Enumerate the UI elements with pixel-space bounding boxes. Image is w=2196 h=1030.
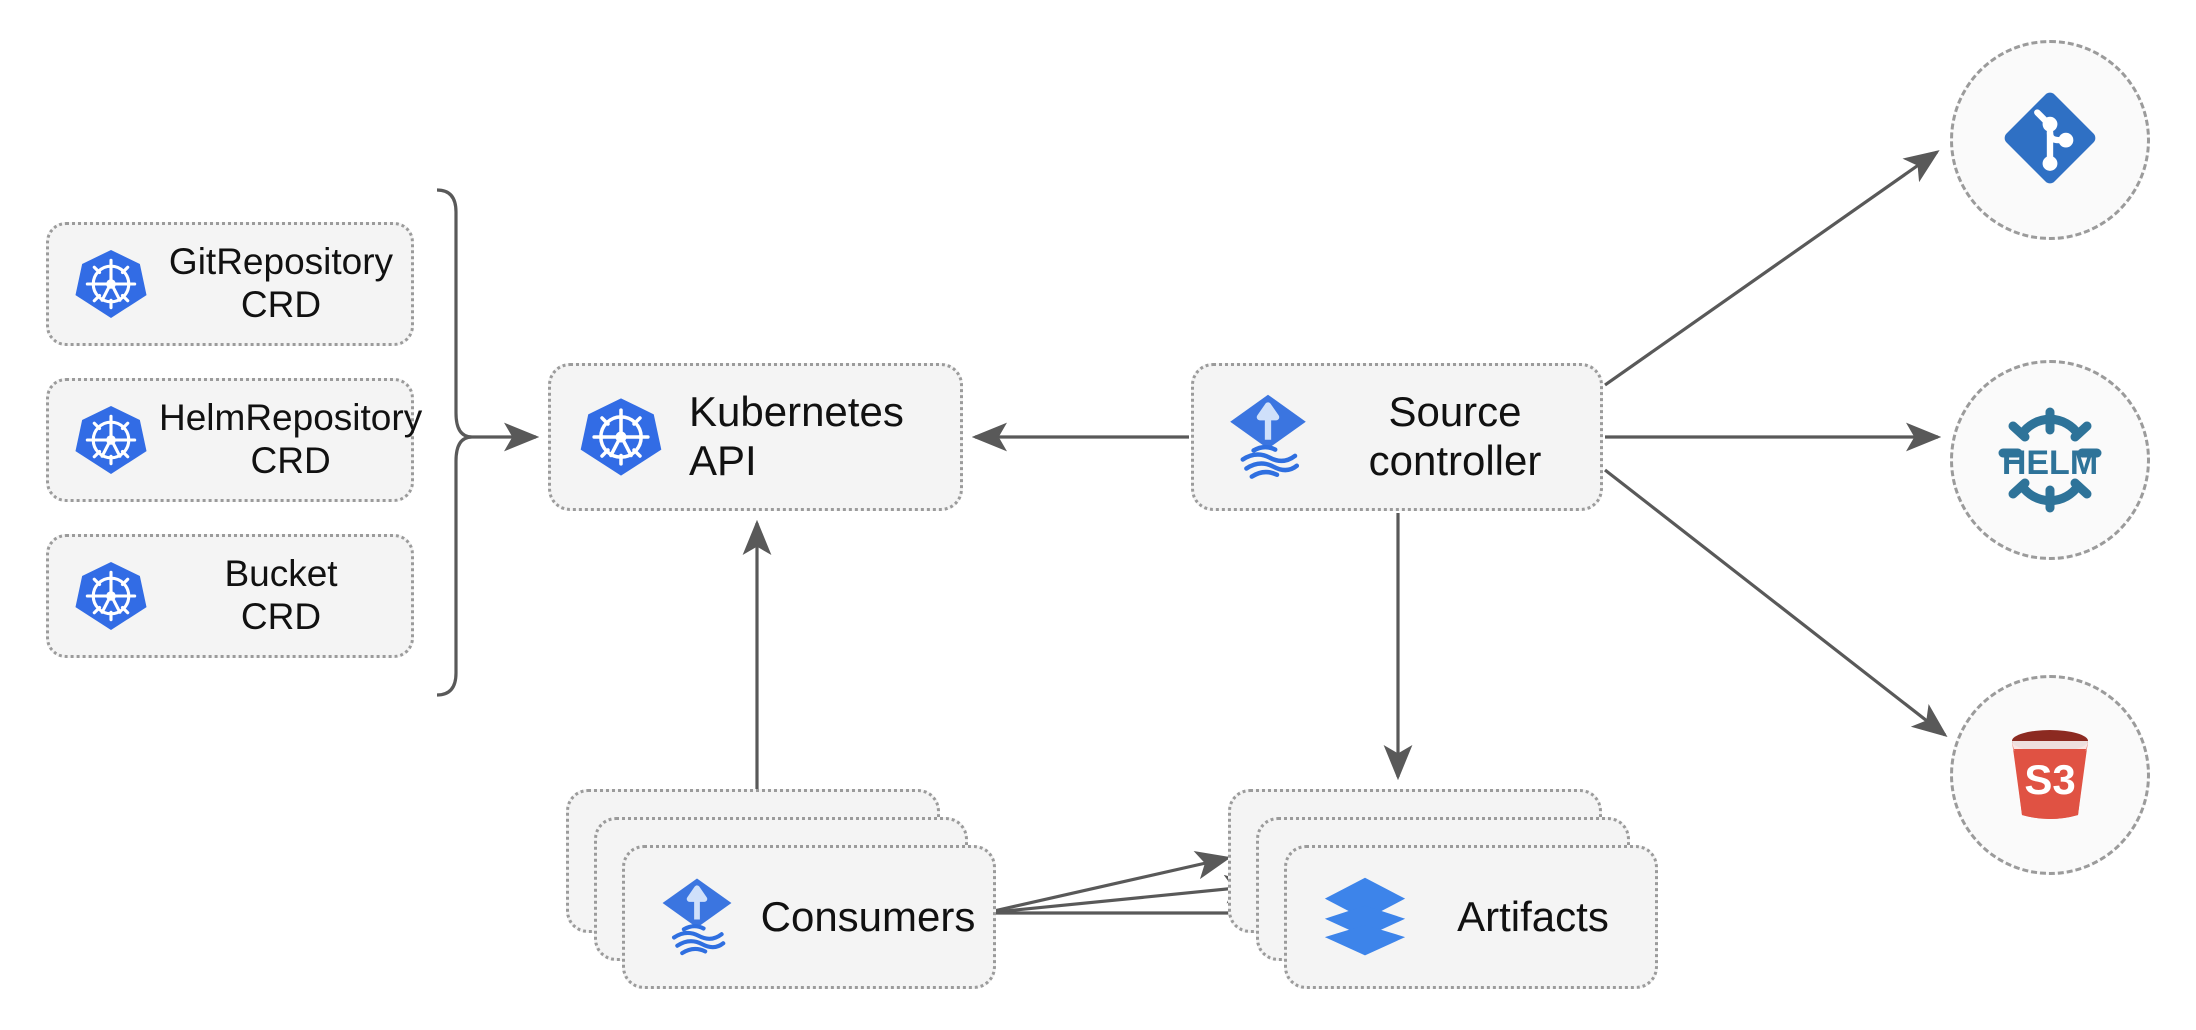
- node-label: Consumers: [760, 893, 976, 940]
- consumers-card-front[interactable]: Consumers: [622, 845, 996, 989]
- flux-icon: [1212, 391, 1324, 483]
- node-source-controller[interactable]: Source controller: [1191, 363, 1603, 511]
- node-artifacts[interactable]: Artifacts: [1228, 789, 1658, 989]
- edge-source-controller-to-s3: [1604, 468, 1948, 737]
- node-helmrepository-crd[interactable]: HelmRepository CRD: [46, 378, 422, 502]
- node-label: Source controller: [1368, 388, 1542, 484]
- helm-icon: HELM: [1991, 404, 2109, 516]
- node-label: Artifacts: [1457, 893, 1609, 940]
- node-helm-source[interactable]: HELM: [1950, 360, 2150, 560]
- kubernetes-icon: [63, 247, 159, 321]
- edge-consumers-to-artifact-card-2: [984, 874, 1261, 915]
- node-bucket-crd[interactable]: Bucket CRD: [46, 534, 414, 658]
- node-label: Bucket CRD: [224, 553, 338, 637]
- kubernetes-icon: [63, 559, 159, 633]
- kubernetes-icon: [567, 395, 675, 479]
- node-git-source[interactable]: [1950, 40, 2150, 240]
- edge-source-controller-to-git: [1604, 150, 1940, 387]
- s3-wordmark: S3: [2024, 756, 2075, 803]
- crd-group-bracket: [436, 188, 473, 697]
- node-label: GitRepository CRD: [168, 241, 394, 325]
- artifacts-card-front[interactable]: Artifacts: [1284, 845, 1658, 989]
- kubernetes-icon: [63, 403, 159, 477]
- node-label: HelmRepository CRD: [159, 397, 423, 481]
- helm-wordmark: HELM: [2002, 444, 2098, 482]
- flux-icon: [641, 875, 753, 959]
- node-gitrepository-crd[interactable]: GitRepository CRD: [46, 222, 414, 346]
- node-consumers[interactable]: Consumers: [566, 789, 996, 989]
- node-s3-source[interactable]: S3: [1950, 675, 2150, 875]
- edge-consumers-to-artifact-card-1: [984, 851, 1232, 915]
- node-kubernetes-api[interactable]: Kubernetes API: [548, 363, 963, 511]
- node-label: Kubernetes API: [689, 388, 904, 484]
- s3-icon: S3: [1994, 719, 2106, 832]
- layers-icon: [1309, 876, 1421, 958]
- git-icon: [1997, 85, 2103, 196]
